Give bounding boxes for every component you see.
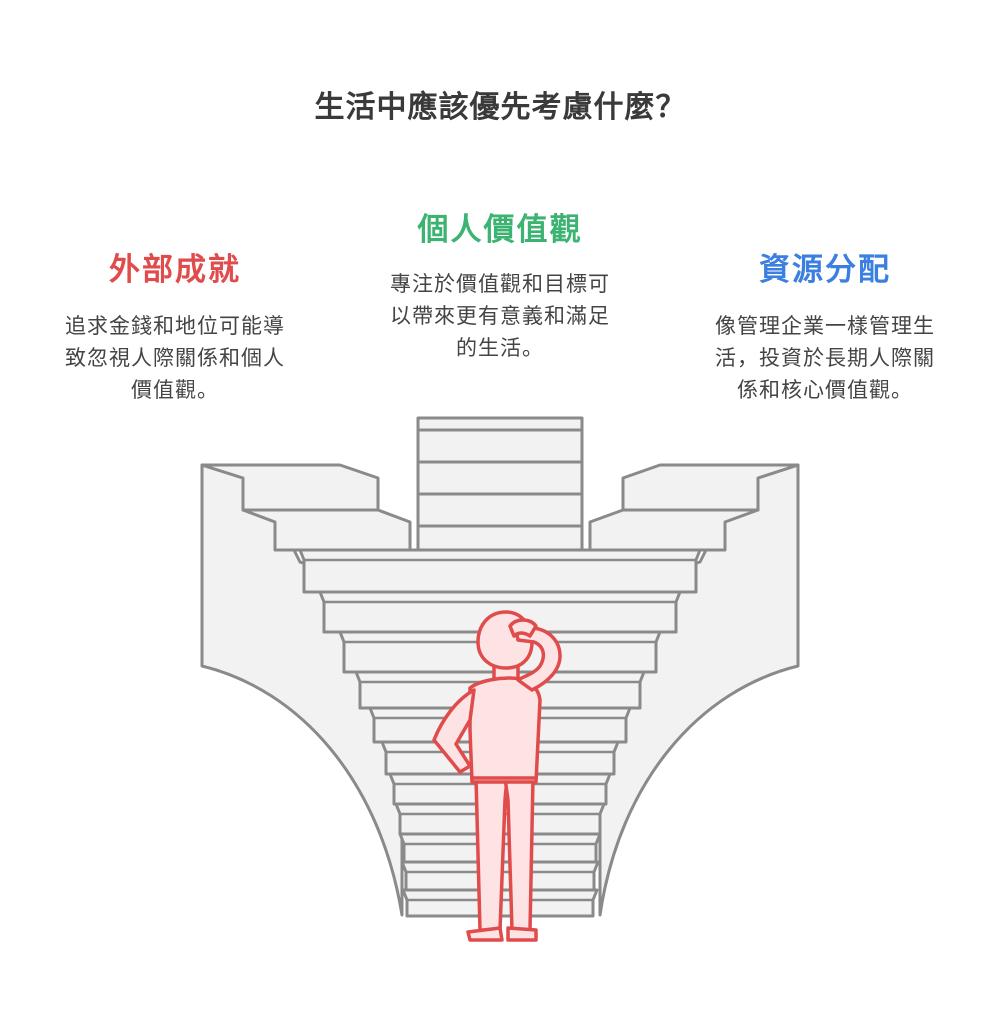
- description-line: 專注於價值觀和目標可: [390, 272, 610, 296]
- center-tower: [416, 416, 584, 554]
- description-line: 活，投資於長期人際關: [715, 346, 935, 370]
- heading-resource-allocation: 資源分配: [759, 252, 891, 288]
- heading-external-achievement: 外部成就: [109, 252, 241, 288]
- description-line: 致忽視人際關係和個人: [65, 346, 285, 370]
- person-left-foot: [466, 926, 504, 942]
- description-line: 像管理企業一樣管理生: [715, 314, 935, 338]
- description-external-achievement: 追求金錢和地位可能導 致忽視人際關係和個人 價值觀。: [30, 310, 320, 406]
- description-personal-values: 專注於價值觀和目標可 以帶來更有意義和滿足 的生活。: [350, 268, 650, 364]
- heading-personal-values: 個人價值觀: [417, 212, 583, 248]
- description-line: 以帶來更有意義和滿足: [390, 304, 610, 328]
- description-line: 價值觀。: [131, 378, 219, 402]
- description-line: 的生活。: [456, 336, 544, 360]
- person-left-arm: [432, 688, 476, 774]
- person-right-arm: [514, 626, 562, 692]
- page-title: 生活中應該優先考慮什麼？: [314, 90, 687, 125]
- description-line: 追求金錢和地位可能導: [65, 314, 285, 338]
- person-right-foot: [506, 926, 538, 942]
- person-torso: [468, 676, 542, 784]
- description-line: 係和核心價值觀。: [737, 378, 913, 402]
- person-figure: [432, 610, 562, 942]
- stair-step: [298, 548, 702, 594]
- description-resource-allocation: 像管理企業一樣管理生 活，投資於長期人際關 係和核心價值觀。: [680, 310, 970, 406]
- person-hand: [508, 618, 538, 638]
- person-left-leg: [474, 776, 509, 932]
